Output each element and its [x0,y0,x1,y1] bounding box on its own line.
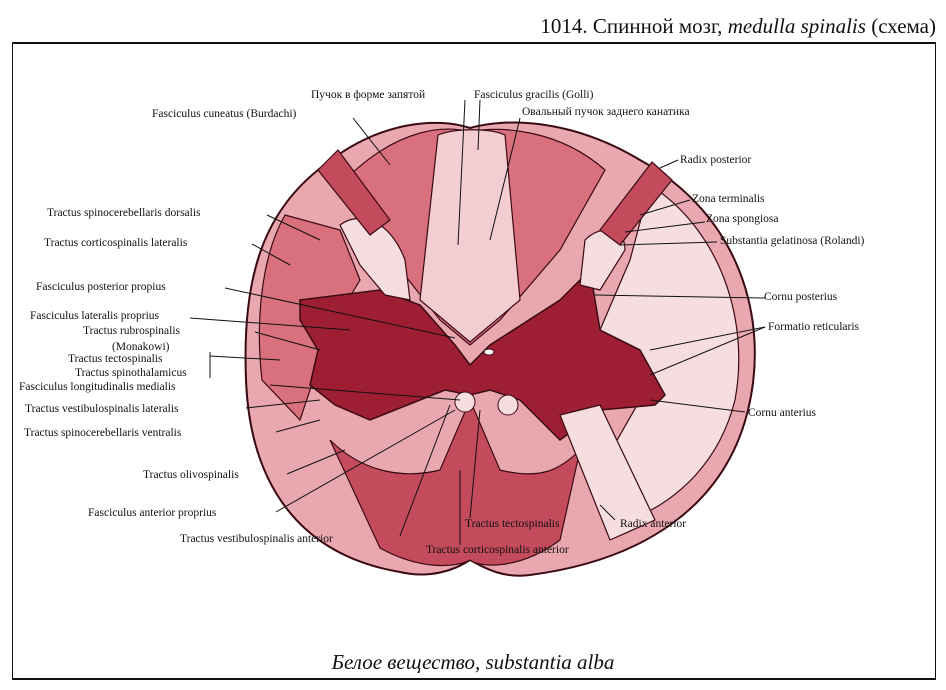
leader-line [619,241,718,246]
bottom-rule [12,678,936,680]
radix-posterior-left [317,149,391,236]
label-fasciculus-anterior-proprius: Fasciculus anterior proprius [88,507,217,519]
leader-line [457,99,466,246]
leader-line [489,117,521,241]
frame-left [12,42,13,678]
label-tractus-rubrospinalis: Tractus rubrospinalis [83,325,181,337]
label-puchok-zapyatoy: Пучок в форме запятой [311,89,425,101]
anterior-median-right [497,394,519,416]
radix-anterior-bundle [559,404,656,541]
figure-header: 1014. Спинной мозг, medulla spinalis (сх… [0,6,936,38]
label-tractus-vestibulospinalis-anterior: Tractus vestibulospinalis anterior [180,533,333,545]
label-tractus-spinocerebellaris-dorsalis: Tractus spinocerebellaris dorsalis [47,207,201,219]
label-tractus-olivospinalis: Tractus olivospinalis [143,469,239,481]
anterior-median-left [454,391,476,413]
label-tractus-vestibulospinalis-lateralis: Tractus vestibulospinalis lateralis [25,403,179,415]
label-tractus-spinothalamicus: Tractus spinothalamicus [75,367,187,379]
label-radix-posterior: Radix posterior [680,154,751,166]
label-tractus-tectospinalis-lateral: Tractus tectospinalis [68,353,163,365]
leader-line [639,199,691,216]
label-fasciculus-longitudinalis-medialis: Fasciculus longitudinalis medialis [19,381,176,393]
title-russian: Спинной мозг, [592,14,723,38]
label-fasciculus-posterior-propius: Fasciculus posterior propius [36,281,166,293]
label-cornu-anterius: Cornu anterius [748,407,817,419]
leader-line [399,404,451,537]
leader-line [251,243,291,266]
leader-line [189,317,351,331]
leader-line [224,287,456,339]
label-ovalny-puchok: Овальный пучок заднего канатика [522,106,690,118]
leader-line [245,399,321,409]
label-cornu-posterius: Cornu posterius [764,291,838,303]
label-formatio-reticularis: Formatio reticularis [768,321,860,333]
leader-line [269,384,461,401]
label-tractus-spinocerebellaris-ventralis: Tractus spinocerebellaris ventralis [24,427,182,439]
leader-line [266,214,321,241]
leader-line [649,326,766,351]
leader-line [209,355,281,361]
leader-line [477,99,481,151]
label-fasciculus-gracilis: Fasciculus gracilis (Golli) [474,89,594,101]
label-substantia-gelatinosa: Substantia gelatinosa (Rolandi) [720,235,865,247]
caption-latin: substantia alba [485,650,615,674]
leader-line [659,159,679,169]
label-zona-spongiosa: Zona spongiosa [706,213,779,225]
label-tractus-corticospinalis-anterior: Tractus corticospinalis anterior [426,544,569,556]
title-note: (схема) [871,14,936,38]
label-tractus-corticospinalis-lateralis: Tractus corticospinalis lateralis [44,237,188,249]
leader-line [599,504,616,521]
posterior-horn-left-gelatinosa [339,217,411,301]
leader-line [594,294,766,299]
label-fasciculus-cuneatus: Fasciculus cuneatus (Burdachi) [152,108,297,120]
leader-line [275,419,321,433]
leader-line [649,326,766,376]
figure-caption: Белое вещество, substantia alba [0,650,946,675]
title-latin: medulla spinalis [727,14,866,38]
leader-line [286,449,346,475]
radix-posterior-right [599,161,673,246]
labels: Пучок в форме запятой Fasciculus gracili… [19,89,865,556]
caption-russian: Белое вещество, [331,650,481,674]
figure-number: 1014. [540,14,588,38]
leader-line [254,331,321,351]
leader-line [649,399,746,413]
central-canal [483,348,495,356]
leader-line [469,409,481,519]
top-rule [12,42,936,44]
leader-line [624,221,706,233]
label-radix-anterior: Radix anterior [620,518,686,530]
leader-line [275,409,456,513]
leader-line [352,117,391,166]
label-fasciculus-lateralis-proprius: Fasciculus lateralis proprius [30,310,160,322]
label-tractus-tectospinalis-anterior: Tractus tectospinalis [465,518,560,530]
spinal-cord-section [244,121,756,577]
figure-title: 1014. Спинной мозг, medulla spinalis (сх… [540,14,936,39]
leader-lines [189,99,766,545]
label-monakowi: (Monakowi) [112,341,170,353]
fasciculus-gracilis-region [419,129,521,343]
frame-right [935,42,936,678]
label-zona-terminalis: Zona terminalis [692,193,765,205]
